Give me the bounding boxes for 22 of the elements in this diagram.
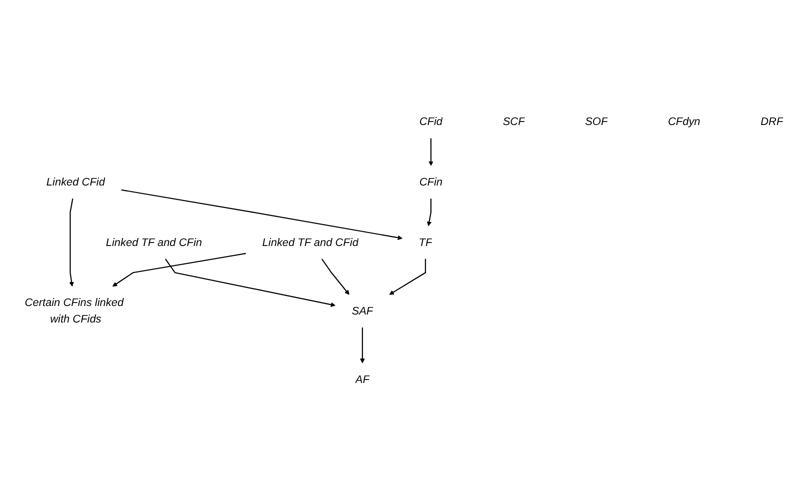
node-text: DRF [760, 116, 784, 128]
arrow [360, 328, 365, 364]
node-text: CFdyn [668, 116, 700, 128]
node-text: TF [418, 236, 432, 249]
node-text: Linked TF and CFid [262, 236, 358, 249]
node-text: AF [355, 374, 370, 386]
arrow [389, 259, 426, 296]
node-text: SCF [502, 116, 525, 128]
node-text: Linked CFid [46, 176, 105, 188]
arrow [121, 190, 403, 240]
node-text: SAF [352, 305, 374, 318]
arrow [112, 253, 246, 287]
arrow [426, 198, 432, 227]
arrow [321, 258, 350, 296]
node-text: Certain CFins linked with CFids [24, 297, 124, 326]
node-text: SOF [585, 116, 608, 128]
arrow [69, 198, 74, 287]
node-text: CFid [419, 116, 443, 128]
arrow [428, 138, 434, 166]
node-text: Linked TF and CFin [106, 236, 202, 249]
arrow [164, 258, 336, 308]
node-text: CFin [419, 176, 443, 188]
